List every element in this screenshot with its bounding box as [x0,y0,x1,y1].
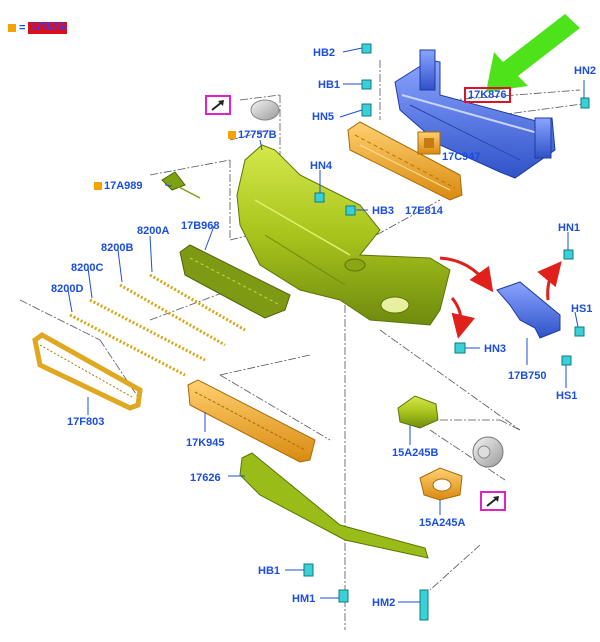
label-HN3: HN3 [484,343,507,355]
label-HN5: HN5 [312,111,335,123]
label-17E814: 17E814 [405,205,443,217]
bracket-17C947 [417,131,441,155]
label-17757B: 17757B [228,129,277,141]
label-leaders [67,47,585,603]
label-8200D: 8200D [51,283,84,295]
side-lamp [250,99,280,121]
label-17C947: 17C947 [442,151,481,163]
fog-bezel-15A245A [419,467,463,501]
label-HB1-top: HB1 [318,79,341,91]
label-17K945: 17K945 [186,437,225,449]
fog-bezel-15A245B [397,395,439,429]
grille-17B968 [179,244,291,319]
chrome-strips [69,273,246,377]
reinforcement-beam-17K876 [394,49,556,179]
label-17A989: 17A989 [94,180,143,192]
lower-lip-17626 [239,452,429,559]
label-8200B: 8200B [101,242,134,254]
lower-grille-17K945 [187,379,316,463]
label-HN4: HN4 [310,160,333,172]
label-15A245B: 15A245B [392,447,439,459]
label-HN2: HN2 [574,65,597,77]
legend-equals: = [19,22,26,34]
label-HS1-bottom: HS1 [556,390,578,402]
orange-marker [94,182,102,191]
label-15A245A: 15A245A [419,517,466,529]
label-17K876: 17K876 [464,87,511,103]
label-HS1-right: HS1 [571,303,593,315]
red-arrows [439,256,562,339]
legend-part-code: 17757B [28,22,68,34]
energy-absorber-17E814 [347,121,463,201]
orange-marker [228,131,236,140]
label-HM1: HM1 [292,593,316,605]
label-HN1: HN1 [558,222,581,234]
label-HB2: HB2 [313,47,336,59]
label-8200C: 8200C [71,262,104,274]
label-HB3: HB3 [372,205,395,217]
label-17626: 17626 [190,472,221,484]
arrow-up-right-icon [480,491,506,511]
fasteners [303,43,590,621]
label-17757B-text: 17757B [238,129,277,141]
legend: = 17757B [8,22,68,34]
label-17F803: 17F803 [67,416,105,428]
grille-frame-17F803 [32,332,143,411]
label-HB1-bottom: HB1 [258,565,281,577]
callout-arrow [486,14,580,92]
label-17A989-text: 17A989 [104,180,143,192]
arrow-up-right-icon [205,95,231,115]
legend-orange-swatch [8,24,16,32]
label-8200A: 8200A [137,225,170,237]
bracket-17B750 [496,281,561,339]
label-17B750: 17B750 [508,370,547,382]
label-HM2: HM2 [372,597,396,609]
label-17B968: 17B968 [181,220,220,232]
fog-lamp [472,436,504,468]
bumper-cover-17757B [236,144,451,326]
